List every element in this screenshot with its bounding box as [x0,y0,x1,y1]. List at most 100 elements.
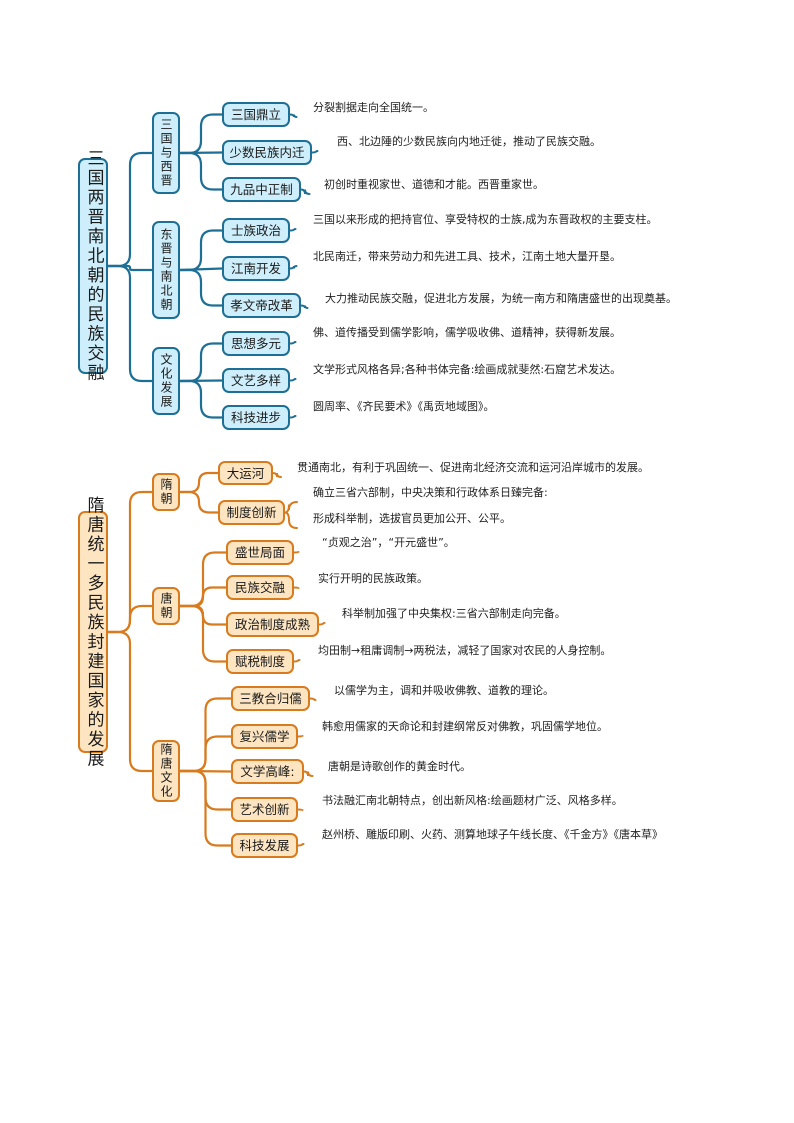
leaf-description: 以儒学为主，调和并吸收佛教、道教的理论。 [334,684,554,697]
group-to-leaf-connector [178,151,224,191]
leaf-to-description-connector [293,551,300,554]
group-to-leaf-connector [178,586,228,608]
root-to-group-connector [106,264,154,383]
leaf-description: 唐朝是诗歌创作的黄金时代。 [328,760,471,773]
leaf-node[interactable]: 文艺多样 [222,368,290,393]
leaf-node[interactable]: 三教合归儒 [231,686,310,711]
leaf-node[interactable]: 九品中正制 [222,177,301,202]
leaf-description: 科举制加强了中央集权:三省六部制走向完备。 [342,607,566,620]
leaf-description: 大力推动民族交融，促进北方发展，为统一南方和隋唐盛世的出现奠基。 [325,292,677,305]
group-to-leaf-connector [178,551,228,608]
group-node-label: 隋朝 [159,478,173,506]
leaf-description: 文学形式风格各异;各种书体完备:绘画成就斐然:石窟艺术发达。 [313,363,622,376]
group-to-leaf-connector [178,471,220,494]
leaf-to-description-connector [289,113,298,118]
leaf-description: 初创时重视家世、道德和才能。西晋重家世。 [324,178,544,191]
leaf-node[interactable]: 三国鼎立 [222,102,290,127]
group-node-suitang-wenhua[interactable]: 隋唐文化 [152,740,180,802]
group-to-leaf-connector [178,268,224,307]
leaf-to-description-connector [311,150,319,154]
leaf-to-description-connector [293,586,300,589]
group-node-wenhua-fazhan[interactable]: 文化发展 [152,347,180,415]
group-to-leaf-connector [178,735,233,773]
leaf-description: 圆周率、《齐民要术》《禹贡地域图》。 [313,400,495,413]
root-to-group-connector [106,490,154,634]
group-node-label: 三国与西晋 [159,118,173,188]
root-to-group-connector [106,630,154,773]
leaf-node[interactable]: 少数民族内迁 [222,140,312,165]
leaf-description: 佛、道传播受到儒学影响，儒学吸收佛、道精神，获得新发展。 [313,326,621,339]
leaf-to-description-connector [289,378,297,382]
leaf-to-description-connector [272,472,282,478]
leaf-node[interactable]: 大运河 [218,461,273,485]
leaf-to-description-connector [297,808,304,811]
group-node-label: 唐朝 [159,592,173,620]
root-to-group-connector [106,604,154,634]
group-node-sanguo-xijin[interactable]: 三国与西晋 [152,112,180,194]
group-to-leaf-connector [178,769,233,811]
leaf-description: “贞观之治”，“开元盛世”。 [322,536,455,549]
leaf-description: 均田制→租庸调制→两税法，减轻了国家对农民的人身控制。 [318,644,612,657]
root-to-group-connector [106,151,154,268]
leaf-description: 贯通南北，有利于巩固统一、促进南北经济交流和运河沿岸城市的发展。 [297,461,649,474]
leaf-description: 书法融汇南北朝特点，创出新风格:绘画题材广泛、风格多样。 [322,794,623,807]
leaf-to-description-connector [300,188,311,195]
leaf-description: 确立三省六部制，中央决策和行政体系日臻完备: [313,486,548,499]
leaf-node[interactable]: 政治制度成熟 [226,612,319,637]
leaf-description: 三国以来形成的把持官位、享受特权的士族,成为东晋政权的主要支柱。 [313,213,658,226]
leaf-to-description-connector [284,501,298,514]
leaf-to-description-connector [318,622,326,626]
leaf-node[interactable]: 江南开发 [222,256,290,281]
leaf-description: 分裂割据走向全国统一。 [313,101,434,114]
group-node-suichao[interactable]: 隋朝 [152,473,180,511]
leaf-node[interactable]: 士族政治 [222,218,290,243]
group-to-leaf-connector [178,697,233,773]
leaf-node[interactable]: 科技进步 [222,405,290,430]
root-node-sanguo-liangjin[interactable]: 三国两晋南北朝的民族交融 [78,149,108,383]
leaf-to-description-connector [297,843,305,847]
leaf-node[interactable]: 孝文帝改革 [222,293,301,318]
leaf-node[interactable]: 文学高峰: [231,759,304,784]
leaf-to-description-connector [289,415,297,419]
group-to-leaf-connector [178,379,224,383]
group-to-leaf-connector [178,769,233,773]
leaf-to-description-connector [289,341,297,345]
leaf-to-description-connector [309,697,317,701]
leaf-description: 西、北边陲的少数民族向内地迁徙，推动了民族交融。 [337,135,601,148]
group-to-leaf-connector [178,604,228,663]
group-node-label: 文化发展 [159,353,173,409]
leaf-description: 赵州桥、雕版印刷、火药、测算地球子午线长度、《千金方》《唐本草》 [322,828,663,841]
group-node-label: 东晋与南北朝 [159,228,173,312]
leaf-to-description-connector [293,659,301,663]
leaf-to-description-connector [289,228,297,232]
leaf-node[interactable]: 艺术创新 [231,797,298,822]
group-to-leaf-connector [178,113,224,155]
leaf-to-description-connector [284,511,298,529]
leaf-node[interactable]: 科技发展 [231,833,298,858]
leaf-description: 北民南迁，带来劳动力和先进工具、技术，江南土地大量开垦。 [313,250,621,263]
leaf-node[interactable]: 盛世局面 [226,540,294,565]
leaf-description: 韩愈用儒家的天命论和封建纲常反对佛教，巩固儒学地位。 [322,720,608,733]
root-node-suitang[interactable]: 隋唐统一多民族封建国家的发展 [78,496,108,769]
root-node-title: 隋唐统一多民族封建国家的发展 [83,495,104,769]
leaf-to-description-connector [297,735,304,738]
root-to-group-connector [106,264,154,272]
group-to-leaf-connector [178,267,224,272]
leaf-node[interactable]: 复兴儒学 [231,724,298,749]
leaf-to-description-connector [289,265,298,270]
group-node-dongjin-nanbeichao[interactable]: 东晋与南北朝 [152,221,180,319]
leaf-description: 形成科举制，选拔官员更加公开、公平。 [313,512,511,525]
leaf-to-description-connector [303,770,314,777]
group-node-tangchao[interactable]: 唐朝 [152,587,180,625]
leaf-node[interactable]: 制度创新 [218,500,285,525]
leaf-node[interactable]: 赋税制度 [226,649,294,674]
group-to-leaf-connector [178,379,224,419]
leaf-node[interactable]: 思想多元 [222,331,290,356]
leaf-description: 实行开明的民族政策。 [318,572,428,585]
group-to-leaf-connector [178,490,220,514]
group-to-leaf-connector [178,604,228,626]
leaf-node[interactable]: 民族交融 [226,575,294,600]
group-to-leaf-connector [178,151,224,155]
root-node-title: 三国两晋南北朝的民族交融 [83,149,104,383]
